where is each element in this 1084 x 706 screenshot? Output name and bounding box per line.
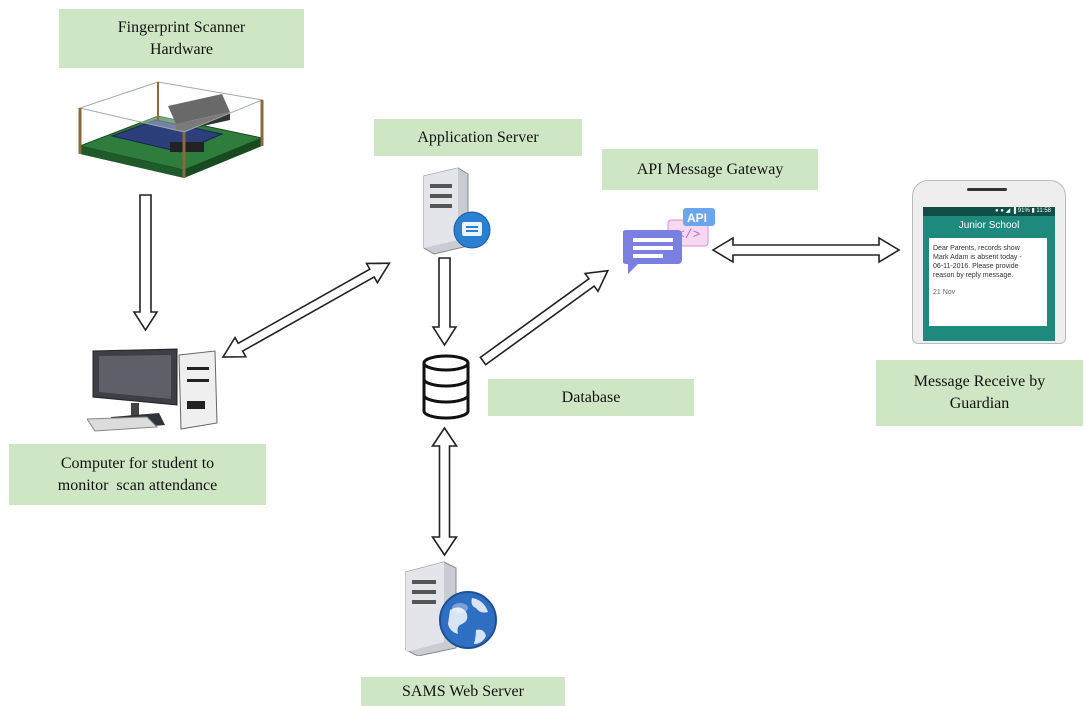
phone-message-line1: Dear Parents, records show bbox=[933, 245, 1020, 252]
label-computer-line2: monitor scan attendance bbox=[57, 476, 218, 494]
api-badge-text: API bbox=[687, 211, 707, 225]
label-web-server-text: SAMS Web Server bbox=[402, 682, 524, 700]
arrow-api-phone bbox=[711, 236, 901, 264]
phone-message-line3: 06-11-2016. Please provide bbox=[933, 263, 1019, 270]
arrow-appserver-to-database bbox=[431, 257, 458, 347]
phone-message-card: Dear Parents, records show Mark Adam is … bbox=[929, 238, 1047, 326]
label-application-server-text: Application Server bbox=[417, 128, 539, 146]
label-database: Database bbox=[488, 379, 694, 416]
phone-screen: ● ● ◢ ▐ 91% ▮ 11:58 Junior School Dear P… bbox=[923, 207, 1055, 341]
arrow-computer-appserver bbox=[221, 262, 391, 358]
label-fingerprint-scanner: Fingerprint Scanner Hardware bbox=[59, 9, 304, 68]
label-guardian-line2: Guardian bbox=[949, 395, 1010, 412]
label-application-server: Application Server bbox=[374, 119, 582, 156]
smartphone-icon: ● ● ◢ ▐ 91% ▮ 11:58 Junior School Dear P… bbox=[912, 180, 1066, 344]
fingerprint-scanner-icon bbox=[78, 81, 264, 178]
web-server-globe-icon bbox=[405, 561, 497, 656]
label-database-text: Database bbox=[561, 388, 621, 406]
label-fingerprint-line1: Fingerprint Scanner bbox=[117, 18, 246, 36]
label-guardian: Message Receive by Guardian bbox=[876, 360, 1083, 426]
label-computer: Computer for student to monitor scan att… bbox=[9, 444, 266, 505]
label-computer-line1: Computer for student to bbox=[60, 454, 215, 472]
phone-body: ● ● ◢ ▐ 91% ▮ 11:58 Junior School Dear P… bbox=[912, 180, 1066, 344]
label-guardian-line1: Message Receive by bbox=[913, 373, 1046, 390]
api-chat-icon: </> API bbox=[623, 208, 715, 274]
phone-status-bar: ● ● ◢ ▐ 91% ▮ 11:58 bbox=[923, 207, 1055, 216]
arrow-database-to-api bbox=[479, 269, 610, 366]
phone-message-line4: reason by reply message. bbox=[933, 272, 1014, 279]
arrow-scanner-to-computer bbox=[132, 194, 159, 332]
svg-text:</>: </> bbox=[677, 227, 701, 242]
computer-icon bbox=[87, 348, 218, 432]
arrow-database-webserver bbox=[431, 426, 458, 557]
database-icon bbox=[422, 354, 470, 420]
application-server-icon bbox=[423, 167, 491, 255]
label-web-server: SAMS Web Server bbox=[361, 677, 565, 706]
label-api-gateway-text: API Message Gateway bbox=[636, 160, 784, 178]
phone-message-line2: Mark Adam is absent today - bbox=[933, 254, 1022, 261]
label-fingerprint-line2: Hardware bbox=[149, 40, 214, 58]
phone-message-date: 21 Nov bbox=[933, 289, 956, 296]
phone-speaker bbox=[967, 188, 1007, 191]
label-api-gateway: API Message Gateway bbox=[602, 149, 818, 190]
phone-header: Junior School bbox=[958, 220, 1020, 231]
